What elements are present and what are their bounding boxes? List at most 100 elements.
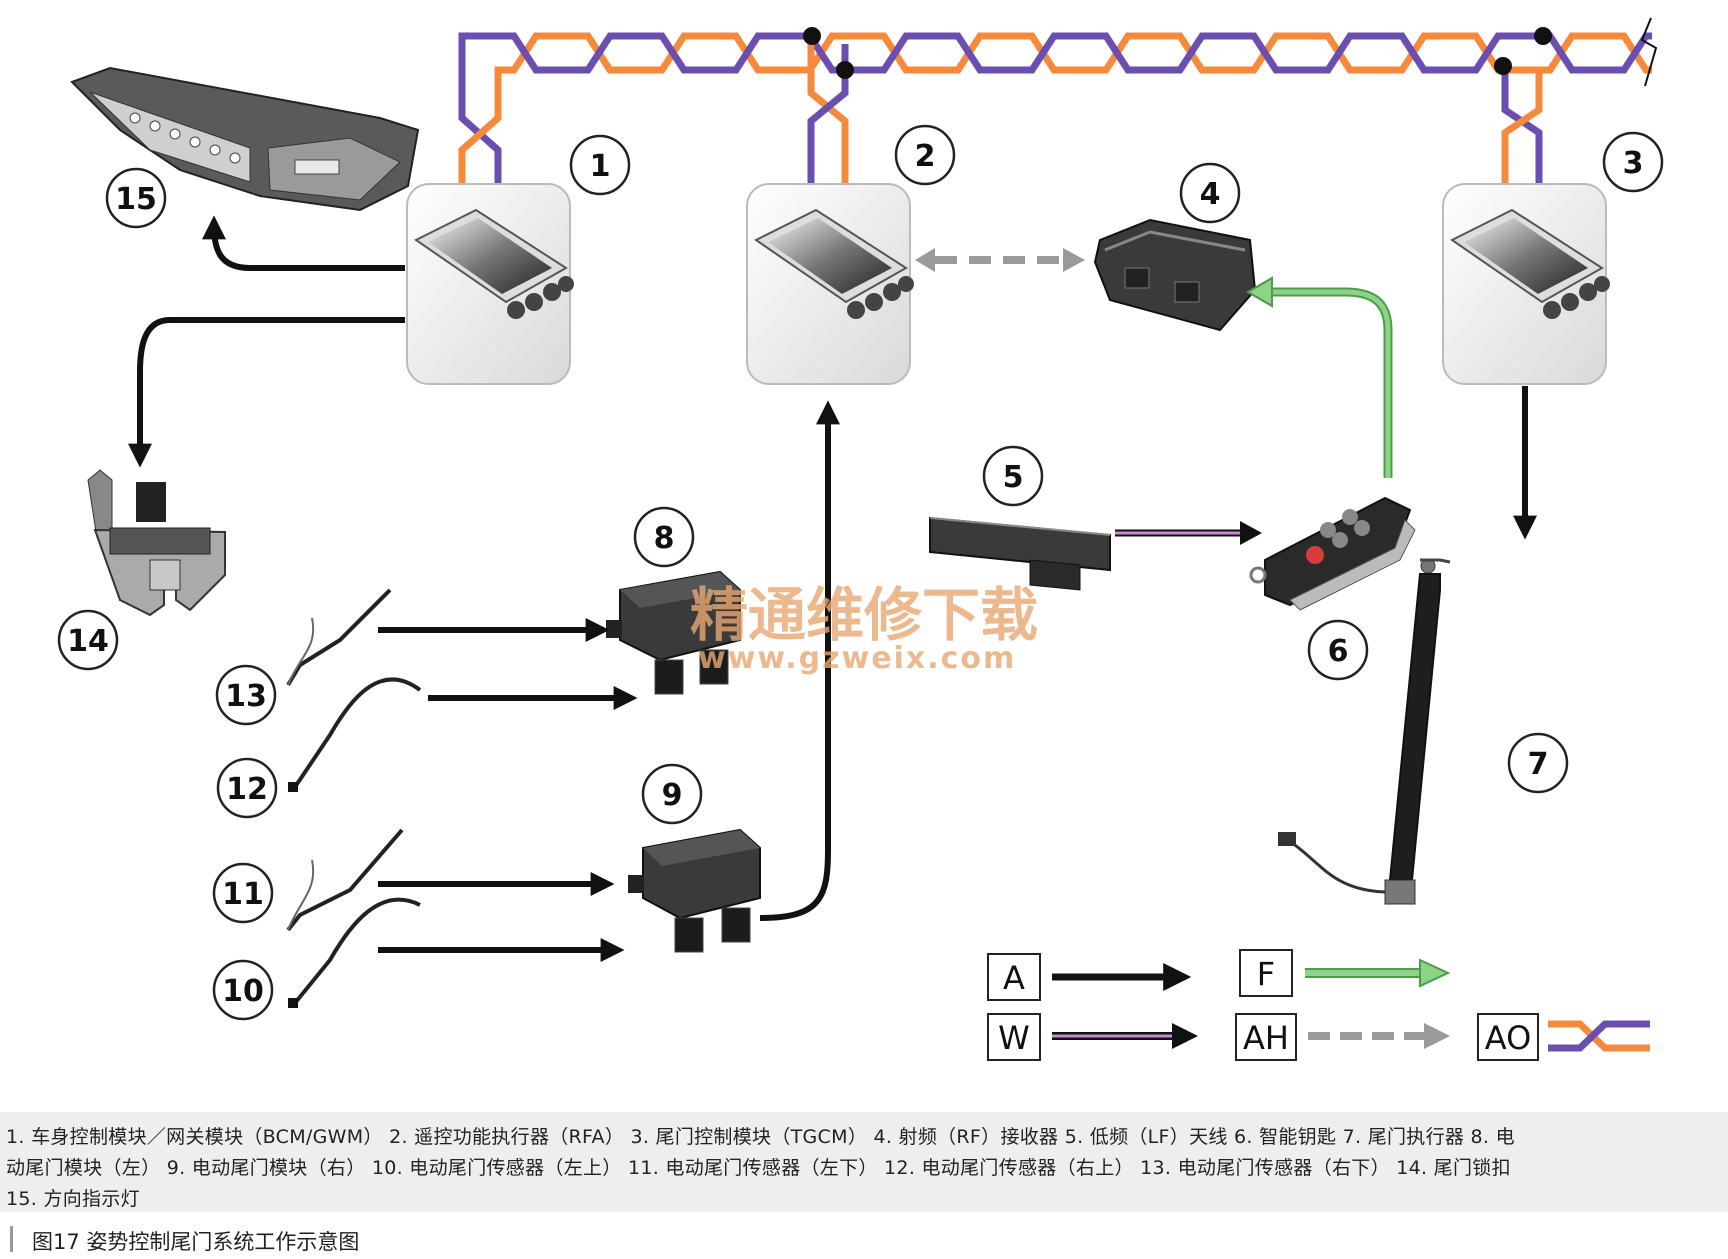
number-label-4: 4 bbox=[1179, 162, 1241, 224]
number-label-circle bbox=[569, 134, 631, 196]
bus-wire-purple bbox=[458, 32, 502, 184]
number-label-8: 8 bbox=[633, 506, 695, 568]
number-label-circle bbox=[212, 959, 274, 1021]
number-label-5: 5 bbox=[982, 445, 1044, 507]
legend-box-f bbox=[1239, 949, 1293, 997]
figure-title-bar bbox=[10, 1226, 13, 1252]
number-label-14: 14 bbox=[57, 609, 119, 671]
number-label-circle bbox=[633, 506, 695, 568]
number-label-text: 7 bbox=[1528, 747, 1549, 782]
number-label-circle bbox=[894, 124, 956, 186]
tailgate-latch-image bbox=[87, 469, 226, 617]
legend-label-ah: AH bbox=[1243, 1019, 1289, 1057]
number-label-text: 9 bbox=[662, 778, 683, 813]
arrow-5-to-6 bbox=[1115, 521, 1262, 545]
smart-key-image bbox=[1249, 496, 1416, 611]
number-label-15: 15 bbox=[105, 167, 167, 229]
number-label-circle bbox=[1602, 131, 1664, 193]
sensor-12-image bbox=[288, 677, 422, 792]
bus-break-mark bbox=[1640, 17, 1658, 87]
module-rfa bbox=[746, 183, 914, 385]
number-label-text: 14 bbox=[67, 624, 109, 659]
ecu-icon bbox=[414, 208, 574, 319]
lf-antenna-image bbox=[929, 516, 1111, 591]
number-label-2: 2 bbox=[894, 124, 956, 186]
number-label-1: 1 bbox=[569, 134, 631, 196]
number-label-text: 2 bbox=[915, 139, 936, 174]
arrow-1-to-15 bbox=[202, 215, 405, 271]
can-bus bbox=[458, 32, 1652, 184]
bus-wire-purple bbox=[480, 32, 1652, 74]
number-label-text: 1 bbox=[590, 149, 611, 184]
legend-line-can-bus bbox=[1548, 1020, 1650, 1052]
watermark-en: www.gzweix.com bbox=[698, 641, 1016, 676]
legend-label-a: A bbox=[1003, 959, 1025, 997]
number-label-circle bbox=[215, 664, 277, 726]
arrow-2-to-4-dashed bbox=[915, 248, 1085, 272]
number-label-circle bbox=[105, 167, 167, 229]
bus-junction-dot bbox=[1494, 57, 1512, 75]
number-label-6: 6 bbox=[1307, 619, 1369, 681]
number-label-10: 10 bbox=[212, 959, 274, 1021]
bus-junction-dot bbox=[1534, 27, 1552, 45]
number-label-7: 7 bbox=[1507, 732, 1569, 794]
tailgate-actuator-image bbox=[1278, 558, 1451, 905]
number-label-circle bbox=[1179, 162, 1241, 224]
number-label-text: 6 bbox=[1328, 634, 1349, 669]
number-label-text: 3 bbox=[1623, 146, 1644, 181]
number-label-text: 8 bbox=[654, 521, 675, 556]
number-label-text: 4 bbox=[1200, 177, 1221, 212]
hardwire-connections bbox=[128, 215, 1537, 962]
caption-line-2: 动尾门模块（左） 9. 电动尾门模块（右） 10. 电动尾门传感器（左上） 11… bbox=[6, 1157, 1511, 1179]
number-label-circle bbox=[1507, 732, 1569, 794]
legend: A F W AH AO bbox=[987, 949, 1650, 1061]
number-label-12: 12 bbox=[216, 757, 278, 819]
bus-junction-dot bbox=[803, 27, 821, 45]
watermark-cn: 精通维修下载 bbox=[690, 581, 1038, 649]
number-label-9: 9 bbox=[641, 763, 703, 825]
legend-label-ao: AO bbox=[1485, 1019, 1532, 1057]
legend-label-f: F bbox=[1257, 955, 1275, 993]
power-tailgate-module-left-image bbox=[606, 570, 741, 695]
sensor-10-image bbox=[288, 897, 421, 1008]
number-label-text: 13 bbox=[225, 679, 267, 714]
number-label-circle bbox=[641, 763, 703, 825]
number-label-3: 3 bbox=[1602, 131, 1664, 193]
caption-line-3: 15. 方向指示灯 bbox=[6, 1188, 140, 1210]
number-label-circle bbox=[212, 862, 274, 924]
legend-label-w: W bbox=[998, 1019, 1030, 1057]
number-label-11: 11 bbox=[212, 862, 274, 924]
figure-title: 图17 姿势控制尾门系统工作示意图 bbox=[32, 1230, 360, 1254]
number-label-13: 13 bbox=[215, 664, 277, 726]
legend-box-a bbox=[987, 953, 1041, 1001]
arrow-9-to-2 bbox=[759, 400, 840, 921]
sensor-11-image bbox=[286, 828, 404, 932]
number-label-circle bbox=[1307, 619, 1369, 681]
sensor-13-image bbox=[286, 588, 392, 687]
module-bcm-gwm bbox=[406, 183, 574, 385]
legend-box-w bbox=[987, 1013, 1041, 1061]
arrow-6-to-4 bbox=[1246, 276, 1393, 478]
tail-lamp-image bbox=[70, 66, 420, 212]
number-label-text: 5 bbox=[1003, 460, 1024, 495]
caption-line-1: 1. 车身控制模块／网关模块（BCM/GWM） 2. 遥控功能执行器（RFA） … bbox=[6, 1126, 1515, 1148]
number-label-text: 15 bbox=[115, 182, 157, 217]
number-label-text: 12 bbox=[226, 772, 268, 807]
legend-box-ah bbox=[1235, 1013, 1297, 1061]
caption-box: 1. 车身控制模块／网关模块（BCM/GWM） 2. 遥控功能执行器（RFA） … bbox=[0, 1112, 1728, 1212]
ecu-icon bbox=[754, 208, 914, 319]
number-label-circle bbox=[216, 757, 278, 819]
number-label-text: 11 bbox=[222, 877, 264, 912]
bus-junction-dot bbox=[836, 61, 854, 79]
power-tailgate-module-right-image bbox=[628, 828, 761, 953]
ecu-icon bbox=[1450, 208, 1610, 319]
module-tgcm bbox=[1442, 183, 1610, 385]
number-label-text: 10 bbox=[222, 974, 264, 1009]
bus-drop-wire bbox=[1501, 70, 1543, 184]
arrow-1-to-14 bbox=[128, 317, 405, 468]
rf-receiver-image bbox=[1093, 218, 1257, 332]
number-label-circle bbox=[57, 609, 119, 671]
legend-box-ao bbox=[1477, 1013, 1539, 1061]
